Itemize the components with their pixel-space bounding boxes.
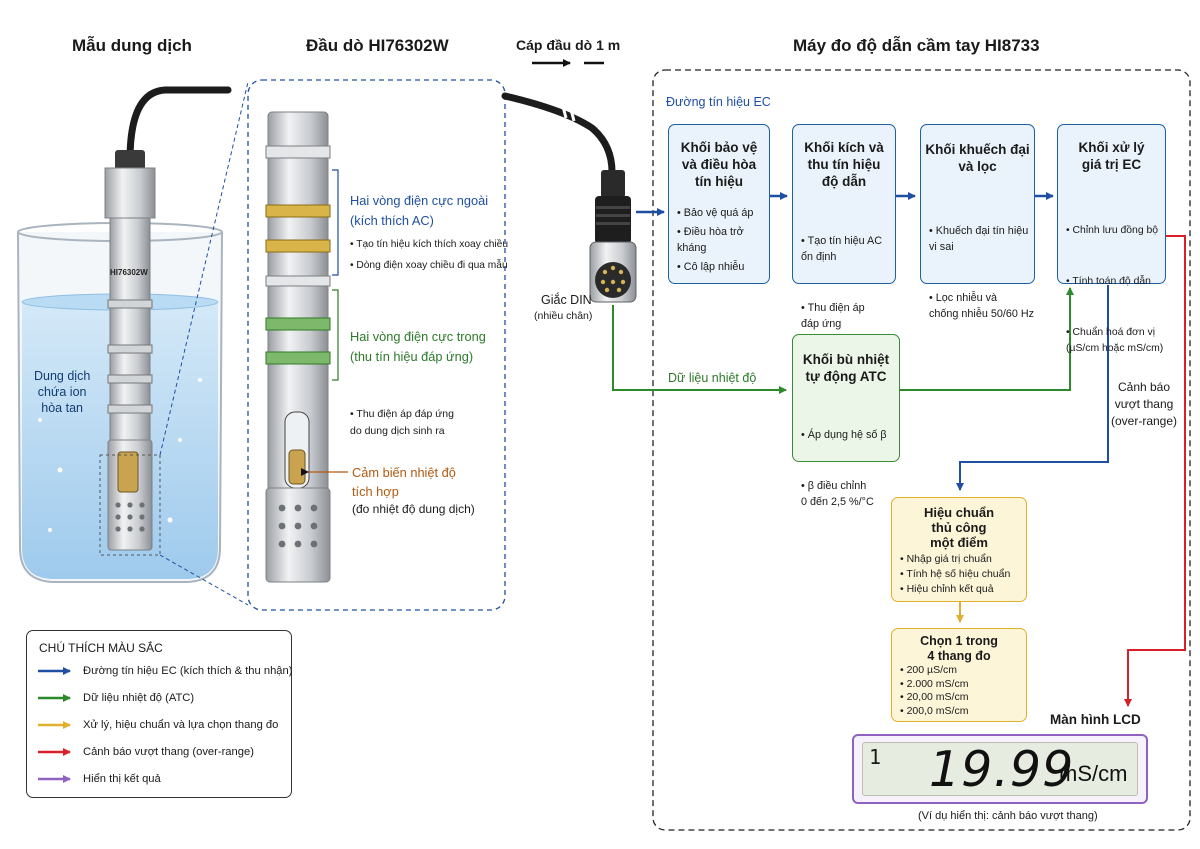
connector-label: Giắc DIN [541,293,592,307]
processor-item: Chuẩn hoá đơn vị (µS/cm hoặc mS/cm) [1066,325,1163,357]
overrange-label: Cảnh báo vượt thang (over-range) [1111,380,1178,428]
atc-item: β điều chỉnh 0 đến 2,5 %/°C [801,478,895,510]
range-block-items: 200 µS/cm 2.000 mS/cm 20,00 mS/cm 200,0 … [900,664,1022,721]
range-item: 2.000 mS/cm [900,678,1022,692]
range-item: 20,00 mS/cm [900,691,1022,705]
atc-block-items: Áp dụng hệ số β β điều chỉnh 0 đến 2,5 %… [801,395,895,545]
processor-item: Tính toán độ dẫn [1066,274,1161,290]
processor-block-title: Khối xử lý giá trị EC [1078,140,1145,172]
header-probe: Đầu dò HI76302W [306,36,449,55]
processor-block: Khối xử lý giá trị EC Chỉnh lưu đồng bộ … [1057,124,1166,354]
excitation-block-title: Khối kích và thu tín hiệu độ dẫn [804,140,884,189]
excitation-block-items: Tạo tín hiệu AC ổn định Thu điện áp đáp … [801,201,891,367]
temp-sensor-note: (đo nhiệt độ dung dịch) [352,502,475,516]
header-cable: Cáp đầu dò 1 m [516,37,621,53]
protection-item: Cô lập nhiễu [677,259,765,275]
calibration-block-items: Nhập giá trị chuẩn Tính hệ số hiệu chuẩn… [900,552,1022,599]
amplifier-block-items: Khuếch đại tín hiệu vi sai Lọc nhiễu và … [929,191,1034,357]
signal-path-label: Đường tín hiệu EC [666,95,771,109]
calibration-item: Nhập giá trị chuẩn [900,552,1022,566]
lcd-caption: (Ví dụ hiển thị: cảnh báo vượt thang) [918,810,1098,822]
outer-rings-item: Dòng điện xoay chiều đi qua mẫu [350,259,510,273]
inner-rings-list: Thu điện áp đáp ứng do dung dịch sinh ra [350,372,510,460]
beaker-probe [99,86,232,556]
outer-rings-title: Hai vòng điện cực ngoài (kích thích AC) [350,193,489,228]
legend-item-temperature: Dữ liệu nhiệt độ (ATC) [83,692,195,704]
probe-marking: HI76302W [110,268,148,277]
legend-item-alarm: Cảnh báo vượt thang (over-range) [83,746,254,758]
meter-frame [652,69,1191,831]
atc-block-title: Khối bù nhiệt tự động ATC [802,352,890,384]
atc-item: Áp dụng hệ số β [801,427,895,443]
lcd-value: 19.99 [929,741,1075,798]
processor-block-items: Chỉnh lưu đồng bộ Tính toán độ dẫn Chuẩn… [1066,191,1163,392]
inner-rings-title: Hai vòng điện cực trong (thu tín hiệu đá… [350,329,486,364]
outer-rings-item: Tạo tín hiệu kích thích xoay chiều [350,238,510,252]
calibration-block-title: Hiệu chuẩn thủ công một điểm [923,505,995,550]
protection-block-title: Khối bảo vệ và điều hòa tín hiệu [680,140,758,189]
lcd-display: 1 19.99 mS/cm [852,734,1148,804]
atc-block: Khối bù nhiệt tự động ATC Áp dụng hệ số … [792,334,900,508]
calibration-item: Hiệu chỉnh kết quả [900,582,1022,596]
amplifier-block: Khối khuếch đại và lọc Khuếch đại tín hi… [920,124,1035,320]
legend: CHÚ THÍCH MÀU SẮC Đường tín hiệu EC (kíc… [26,630,292,798]
range-item: 200 µS/cm [900,664,1022,678]
enlarged-probe [265,111,331,583]
protection-item: Bảo vệ quá áp [677,205,765,221]
lcd-screen: 1 19.99 mS/cm [862,741,1138,798]
legend-item-processing: Xử lý, hiệu chuẩn và lựa chọn thang đo [83,719,279,731]
excitation-item: Thu điện áp đáp ứng [801,300,891,332]
lcd-unit: mS/cm [1059,761,1128,786]
legend-item-signal: Đường tín hiệu EC (kích thích & thu nhận… [83,665,293,677]
lcd-indicator: 1 [869,745,882,769]
range-item: 200,0 mS/cm [900,705,1022,719]
solution-label: Dung dịch chứa ion hòa tan [34,369,91,415]
amplifier-item: Lọc nhiễu và chống nhiễu 50/60 Hz [929,290,1034,322]
calibration-item: Tính hệ số hiệu chuẩn [900,567,1022,581]
amplifier-item: Khuếch đại tín hiệu vi sai [929,223,1030,255]
protection-item: Điều hòa trở kháng [677,224,765,256]
lcd-title: Màn hình LCD [1050,712,1141,727]
outer-rings-list: Tạo tín hiệu kích thích xoay chiều Dòng … [350,238,510,276]
amplifier-block-title: Khối khuếch đại và lọc [925,142,1030,174]
processor-item: Chỉnh lưu đồng bộ [1066,223,1161,239]
connector-sub: (nhiều chân) [534,310,593,322]
header-sample: Mẫu dung dịch [72,36,192,55]
excitation-item: Tạo tín hiệu AC ổn định [801,233,891,265]
header-meter: Máy đo độ dẫn cầm tay HI8733 [793,36,1040,55]
range-block: Chọn 1 trong 4 thang đo 200 µS/cm 2.000 … [891,628,1027,722]
legend-item-display: Hiển thị kết quả [83,773,161,785]
range-block-title: Chọn 1 trong 4 thang đo [920,634,998,663]
protection-block-items: Bảo vệ quá áp Điều hòa trở kháng Cô lập … [677,205,765,278]
calibration-block: Hiệu chuẩn thủ công một điểm Nhập giá tr… [891,497,1027,602]
inner-rings-item: Thu điện áp đáp ứng do dung dịch sinh ra [350,406,510,440]
protection-block: Khối bảo vệ và điều hòa tín hiệu Bảo vệ … [668,124,770,284]
legend-title: CHÚ THÍCH MÀU SẮC [39,641,163,655]
temp-data-label: Dữ liệu nhiệt độ [668,371,757,385]
din-connector [589,170,637,303]
temp-sensor-title: Cảm biến nhiệt độ tích hợp [352,465,456,499]
excitation-block: Khối kích và thu tín hiệu độ dẫn Tạo tín… [792,124,896,330]
